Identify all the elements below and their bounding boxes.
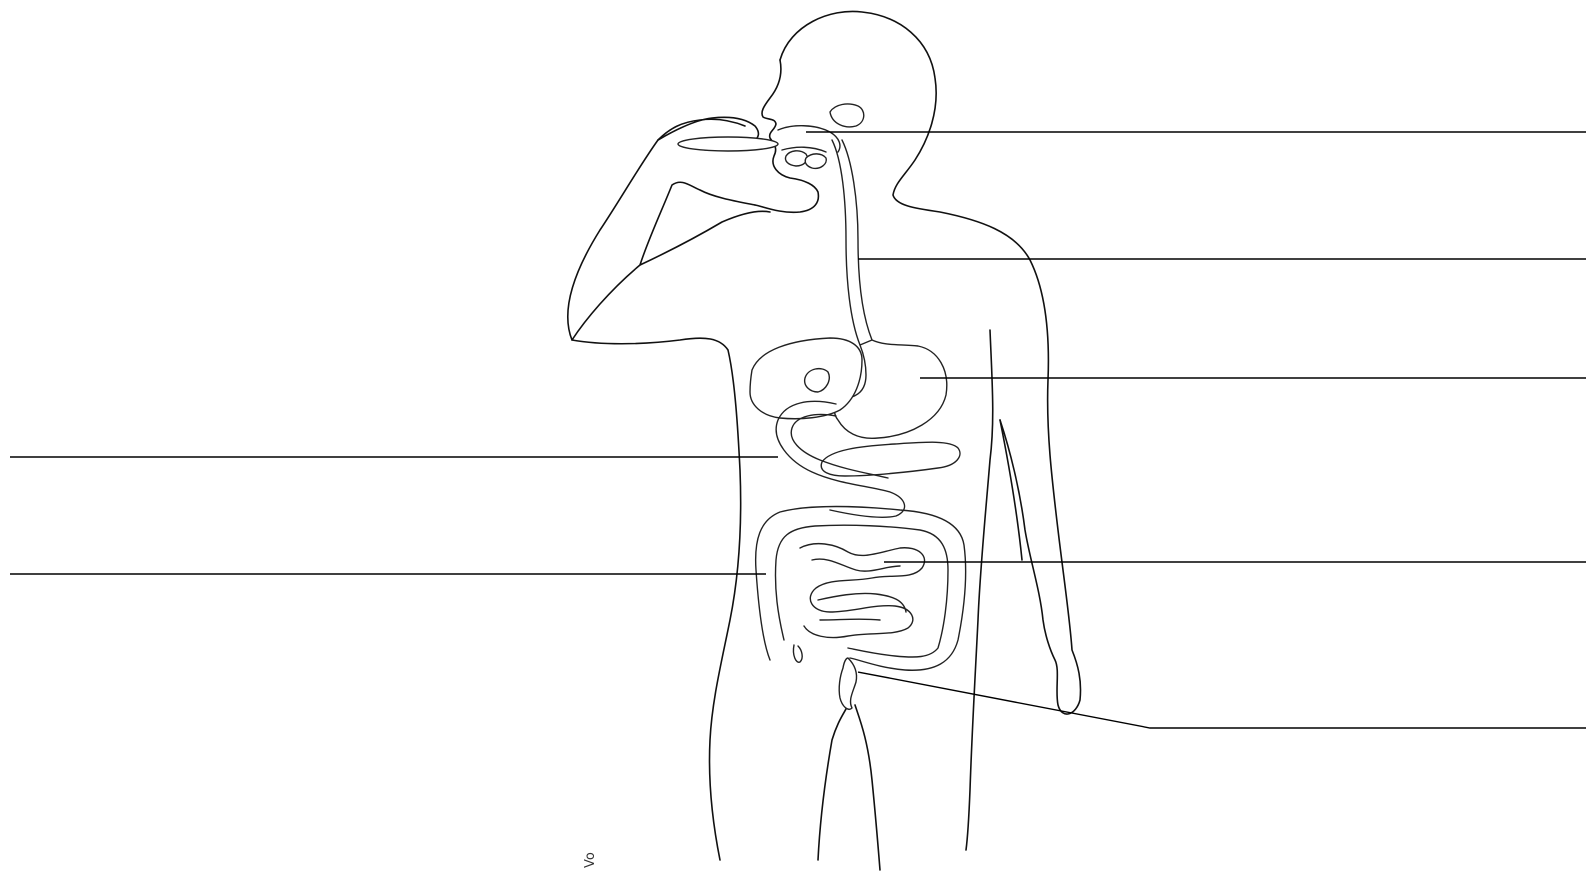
face-profile (755, 60, 818, 212)
large-intestine (756, 507, 966, 671)
pancreas (821, 442, 960, 476)
forearm-outline (568, 119, 745, 340)
oral-cavity (778, 126, 840, 152)
esophagus (832, 140, 872, 345)
sublingual-gland (785, 151, 807, 166)
artist-signature: Vo (583, 852, 598, 868)
food-bar (678, 137, 778, 151)
left-torso-outline (572, 338, 741, 860)
body-outline (568, 11, 1081, 870)
digestive-organs (750, 104, 966, 709)
leader-rectum (858, 672, 1586, 728)
left-leg-inner (818, 705, 848, 860)
appendix (793, 645, 802, 662)
right-leg-inner (855, 705, 880, 870)
rectum (839, 658, 856, 709)
small-intestine (800, 544, 925, 638)
submandibular-gland (805, 154, 826, 169)
parotid-gland (830, 104, 864, 127)
raised-arm (640, 182, 770, 265)
right-inner-arm (966, 330, 993, 850)
label-leaders (10, 132, 1586, 728)
